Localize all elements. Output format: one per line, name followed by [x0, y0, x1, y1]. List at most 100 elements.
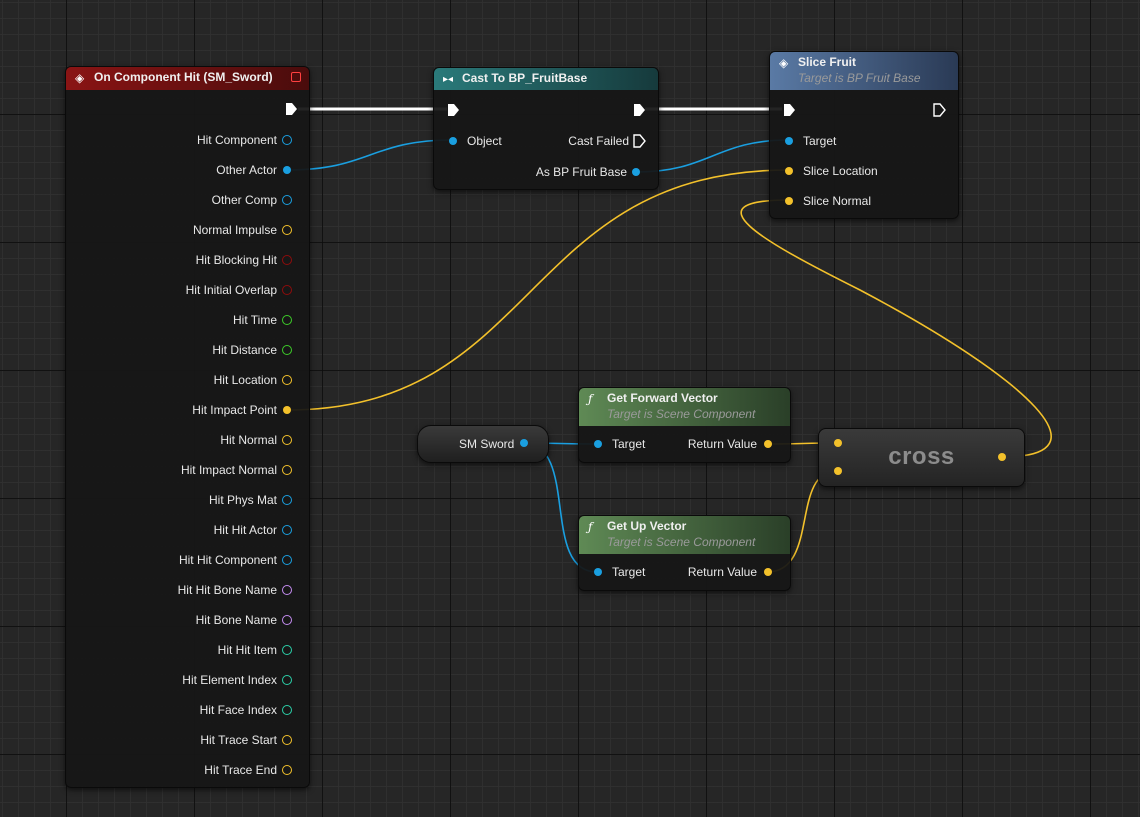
cross-label: cross [888, 443, 955, 470]
function-f-icon: ƒ [588, 392, 593, 406]
event-pin[interactable] [282, 465, 292, 475]
forward-node-subtitle: Target is Scene Component [607, 407, 756, 421]
event-pin[interactable] [282, 765, 292, 775]
forward-target-label: Target [612, 437, 646, 451]
event-pin[interactable] [282, 345, 292, 355]
slice-location-label: Slice Location [803, 164, 878, 178]
event-pin[interactable] [282, 735, 292, 745]
event-pin-label: Hit Element Index [182, 673, 277, 687]
cast-failed-pin[interactable] [632, 134, 646, 148]
function-diamond-icon: ◈ [779, 56, 789, 70]
forward-node-header: ƒ Get Forward Vector Target is Scene Com… [579, 388, 790, 426]
event-pin[interactable] [282, 315, 292, 325]
slice-location-pin[interactable] [785, 167, 793, 175]
event-pin-label: Hit Time [232, 313, 277, 327]
cross-product-node[interactable]: cross [818, 428, 1025, 487]
wire-other-actor-to-object[interactable] [286, 139, 454, 171]
cast-object-label: Object [467, 134, 502, 148]
sm-sword-variable-node[interactable]: SM Sword [417, 425, 549, 463]
cast-as-fruit-pin[interactable] [632, 168, 640, 176]
event-pin[interactable] [282, 675, 292, 685]
cast-as-fruit-label: As BP Fruit Base [535, 165, 627, 179]
slice-normal-label: Slice Normal [803, 194, 872, 208]
event-pin-label: Hit Component [196, 133, 277, 147]
event-pin-label: Hit Bone Name [195, 613, 277, 627]
event-pin-label: Hit Hit Component [178, 553, 277, 567]
cross-output-pin[interactable] [998, 453, 1006, 461]
function-f-icon: ƒ [588, 520, 593, 534]
wire-impact-point-to-slice-location[interactable] [286, 169, 790, 411]
event-pin[interactable] [282, 255, 292, 265]
forward-target-pin[interactable] [594, 440, 602, 448]
cast-failed-label: Cast Failed [568, 134, 629, 148]
event-pin-label: Hit Initial Overlap [185, 283, 277, 297]
event-pin-label: Hit Face Index [199, 703, 277, 717]
cast-icon: ▸◂ [443, 74, 454, 85]
event-pin[interactable] [282, 525, 292, 535]
cast-node-header: ▸◂ Cast To BP_FruitBase [434, 68, 658, 90]
slice-target-pin[interactable] [785, 137, 793, 145]
event-pin-label: Hit Hit Actor [213, 523, 277, 537]
event-pin[interactable] [282, 495, 292, 505]
cast-node[interactable]: ▸◂ Cast To BP_FruitBase Object Cast Fail… [433, 67, 659, 190]
up-node-header: ƒ Get Up Vector Target is Scene Componen… [579, 516, 790, 554]
slice-node-subtitle: Target is BP Fruit Base [798, 71, 921, 85]
get-forward-vector-node[interactable]: ƒ Get Forward Vector Target is Scene Com… [578, 387, 791, 463]
event-node-title: On Component Hit (SM_Sword) [94, 70, 273, 84]
up-node-title: Get Up Vector [607, 519, 687, 533]
event-pin-label: Other Comp [211, 193, 277, 207]
event-pin[interactable] [282, 585, 292, 595]
event-pin-label: Hit Impact Normal [180, 463, 277, 477]
event-node-header: ◈ On Component Hit (SM_Sword) [66, 67, 309, 90]
event-pin[interactable] [282, 615, 292, 625]
event-pin[interactable] [282, 225, 292, 235]
up-return-label: Return Value [687, 565, 757, 579]
up-target-pin[interactable] [594, 568, 602, 576]
forward-return-label: Return Value [687, 437, 757, 451]
event-pin[interactable] [282, 285, 292, 295]
sm-sword-label: SM Sword [459, 437, 515, 451]
event-pin-label: Other Actor [216, 163, 277, 177]
event-diamond-icon: ◈ [75, 71, 85, 85]
event-pin[interactable] [283, 166, 291, 174]
event-pin-label: Hit Normal [220, 433, 277, 447]
event-pin[interactable] [283, 406, 291, 414]
forward-return-pin[interactable] [764, 440, 772, 448]
event-pin[interactable] [282, 645, 292, 655]
event-pin-label: Hit Blocking Hit [195, 253, 277, 267]
event-pin[interactable] [282, 135, 292, 145]
slice-node-header: ◈ Slice Fruit Target is BP Fruit Base [770, 52, 958, 90]
event-pin[interactable] [282, 195, 292, 205]
slice-exec-out-pin[interactable] [932, 103, 946, 117]
slice-node-title: Slice Fruit [798, 55, 857, 69]
event-node-on-component-hit[interactable]: ◈ On Component Hit (SM_Sword) Hit Compon… [65, 66, 310, 788]
slice-exec-in-pin[interactable] [782, 103, 796, 117]
event-delegate-icon[interactable] [291, 72, 301, 82]
event-pin-label: Hit Hit Item [217, 643, 277, 657]
cast-exec-out-pin[interactable] [632, 103, 646, 117]
slice-normal-pin[interactable] [785, 197, 793, 205]
event-pin-label: Hit Location [213, 373, 277, 387]
event-pin[interactable] [282, 435, 292, 445]
cross-input-b-pin[interactable] [834, 467, 842, 475]
get-up-vector-node[interactable]: ƒ Get Up Vector Target is Scene Componen… [578, 515, 791, 591]
event-pin-label: Hit Impact Point [192, 403, 277, 417]
event-pin[interactable] [282, 375, 292, 385]
event-pin-label: Hit Hit Bone Name [177, 583, 277, 597]
cast-node-title: Cast To BP_FruitBase [462, 71, 588, 85]
event-pin[interactable] [282, 705, 292, 715]
up-return-pin[interactable] [764, 568, 772, 576]
cast-exec-in-pin[interactable] [446, 103, 460, 117]
slice-fruit-node[interactable]: ◈ Slice Fruit Target is BP Fruit Base Ta… [769, 51, 959, 219]
event-pin-label: Hit Trace End [204, 763, 277, 777]
event-pin-label: Hit Phys Mat [208, 493, 277, 507]
sm-sword-out-pin[interactable] [520, 439, 528, 447]
up-target-label: Target [612, 565, 646, 579]
up-node-subtitle: Target is Scene Component [607, 535, 756, 549]
event-pin-label: Hit Distance [212, 343, 277, 357]
event-pin[interactable] [282, 555, 292, 565]
cast-object-pin[interactable] [449, 137, 457, 145]
cross-input-a-pin[interactable] [834, 439, 842, 447]
forward-node-title: Get Forward Vector [607, 391, 718, 405]
event-exec-out-pin[interactable] [284, 102, 298, 116]
